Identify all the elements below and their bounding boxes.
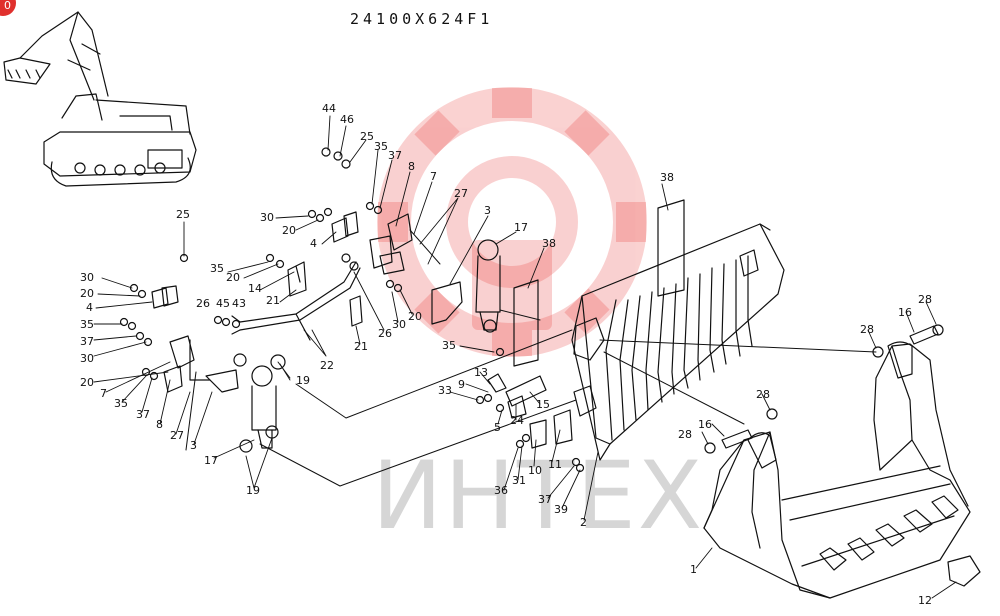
pin-assembly-left <box>704 408 778 454</box>
watermark-inner-ring <box>446 156 578 288</box>
part-label: 19 <box>296 374 310 387</box>
upper-bracket-parts <box>151 211 463 393</box>
hydraulic-cylinder-right <box>475 239 501 333</box>
part-label: 20 <box>80 287 94 300</box>
part-label: 20 <box>80 376 94 389</box>
watermark-text: ИНТЕХ <box>372 442 705 551</box>
part-label: 10 <box>528 464 542 477</box>
part-label: 39 <box>554 503 568 516</box>
excavator-thumbnail <box>3 11 197 187</box>
part-label: 28 <box>860 323 874 336</box>
part-label: 16 <box>898 306 912 319</box>
part-label: 45 <box>216 297 230 310</box>
part-label: 30 <box>392 318 406 331</box>
part-label: 37 <box>80 335 94 348</box>
part-label: 21 <box>354 340 368 353</box>
part-label: 36 <box>494 484 508 497</box>
part-label: 24 <box>510 414 524 427</box>
part-label: 3 <box>190 439 197 452</box>
leader-lines <box>93 115 957 599</box>
part-label: 26 <box>378 327 392 340</box>
side-plate-38-right <box>657 199 685 297</box>
part-label: 30 <box>260 211 274 224</box>
part-label: 20 <box>282 224 296 237</box>
part-label: 46 <box>340 113 354 126</box>
side-plate-38-left <box>513 279 539 367</box>
part-label: 13 <box>474 366 488 379</box>
bucket-back-plate <box>571 223 785 461</box>
assembly-guide-lines <box>185 229 877 487</box>
hydraulic-hoses <box>231 261 361 341</box>
part-label: 35 <box>374 140 388 153</box>
part-label: 7 <box>100 387 107 400</box>
watermark-gear-teeth <box>378 88 646 356</box>
part-label: 37 <box>136 408 150 421</box>
centre-link-parts <box>487 373 573 449</box>
part-label: 28 <box>756 388 770 401</box>
bucket-frame <box>703 341 971 599</box>
part-label: 30 <box>80 271 94 284</box>
part-label: 4 <box>86 301 93 314</box>
part-label: 8 <box>408 160 415 173</box>
part-label: 35 <box>442 339 456 352</box>
part-label: 37 <box>538 493 552 506</box>
part-label: 35 <box>80 318 94 331</box>
part-label: 37 <box>388 149 402 162</box>
part-label: 38 <box>542 237 556 250</box>
part-label: 20 <box>408 310 422 323</box>
part-label: 28 <box>678 428 692 441</box>
part-label: 16 <box>698 418 712 431</box>
hydraulic-cylinder-left <box>233 353 286 453</box>
part-label: 44 <box>322 102 336 115</box>
corner-badge: 0 <box>0 0 16 16</box>
part-label: 11 <box>548 458 562 471</box>
part-label: 22 <box>320 359 334 372</box>
part-label: 3 <box>484 204 491 217</box>
part-label: 31 <box>512 474 526 487</box>
pin-assembly-right <box>872 324 944 358</box>
part-label: 27 <box>170 429 184 442</box>
part-label: 15 <box>536 398 550 411</box>
part-label: 19 <box>246 484 260 497</box>
part-label: 28 <box>918 293 932 306</box>
part-label: 14 <box>248 282 262 295</box>
part-label: 30 <box>80 352 94 365</box>
part-label: 27 <box>454 187 468 200</box>
part-label: 25 <box>360 130 374 143</box>
part-label: 25 <box>176 208 190 221</box>
bucket-teeth <box>819 495 981 587</box>
part-label: 4 <box>310 237 317 250</box>
drawing-code: 24100X624F1 <box>350 10 494 28</box>
part-label: 1 <box>690 563 697 576</box>
bolts-and-washers <box>119 147 585 473</box>
part-number-labels: 44 46 25 35 37 8 7 27 3 17 38 38 30 20 4… <box>80 102 932 607</box>
part-label: 35 <box>210 262 224 275</box>
part-label: 5 <box>494 421 501 434</box>
part-label: 26 <box>196 297 210 310</box>
part-label: 17 <box>514 221 528 234</box>
part-label: 21 <box>266 294 280 307</box>
part-label: 20 <box>226 271 240 284</box>
part-label: 7 <box>430 170 437 183</box>
part-label: 38 <box>660 171 674 184</box>
part-label: 17 <box>204 454 218 467</box>
part-label: 2 <box>580 516 587 529</box>
part-label: 8 <box>156 418 163 431</box>
part-label: 35 <box>114 397 128 410</box>
watermark-gear-ring <box>377 87 647 357</box>
part-label: 9 <box>458 378 465 391</box>
part-label: 33 <box>438 384 452 397</box>
part-label: 12 <box>918 594 932 607</box>
part-label: 43 <box>232 297 246 310</box>
